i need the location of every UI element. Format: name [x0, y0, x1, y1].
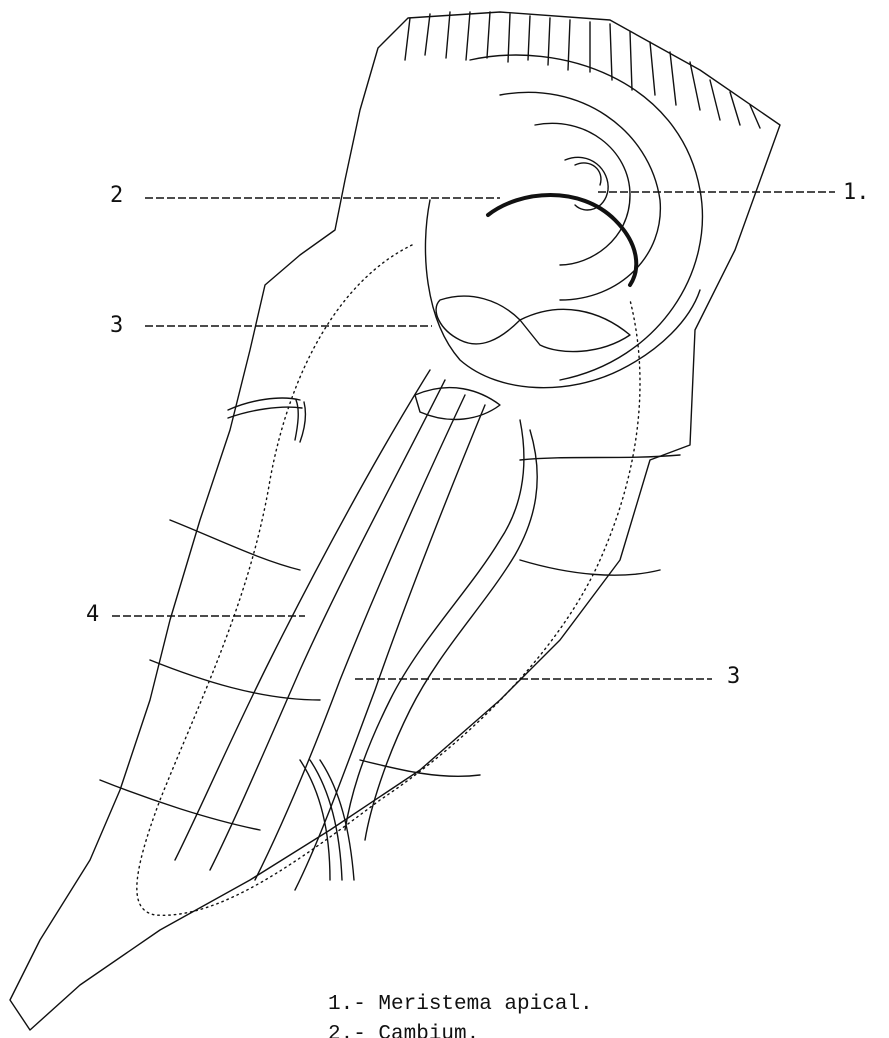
label-1-meristem: 1. — [843, 182, 870, 204]
apical-dome — [575, 163, 601, 185]
legend-item-2: 2.- Cambium. — [328, 1020, 593, 1038]
label-3-lower: 3 — [727, 666, 740, 688]
legend-item-1: 1.- Meristema apical. — [328, 990, 593, 1020]
cross-line-1 — [170, 520, 300, 570]
label-2-cambium: 2 — [110, 185, 123, 207]
label-4: 4 — [86, 604, 99, 626]
vascular-strand-1 — [175, 370, 430, 860]
left-lobe — [436, 296, 520, 344]
cross-line-3 — [100, 780, 260, 830]
cross-line-2 — [150, 660, 320, 700]
root-cap-fibers — [405, 12, 760, 128]
legend: 1.- Meristema apical. 2.- Cambium. — [328, 990, 593, 1038]
cross-line-6 — [360, 760, 480, 776]
outer-outline — [10, 12, 780, 1030]
cross-line-5 — [520, 560, 660, 575]
vascular-strand-3 — [255, 395, 465, 880]
lateral-root-left — [228, 398, 305, 442]
right-lobe — [520, 309, 630, 351]
label-3-upper: 3 — [110, 315, 123, 337]
vascular-strand-6 — [365, 430, 537, 840]
vascular-strand-5 — [345, 420, 524, 830]
dotted-boundary — [137, 245, 640, 915]
